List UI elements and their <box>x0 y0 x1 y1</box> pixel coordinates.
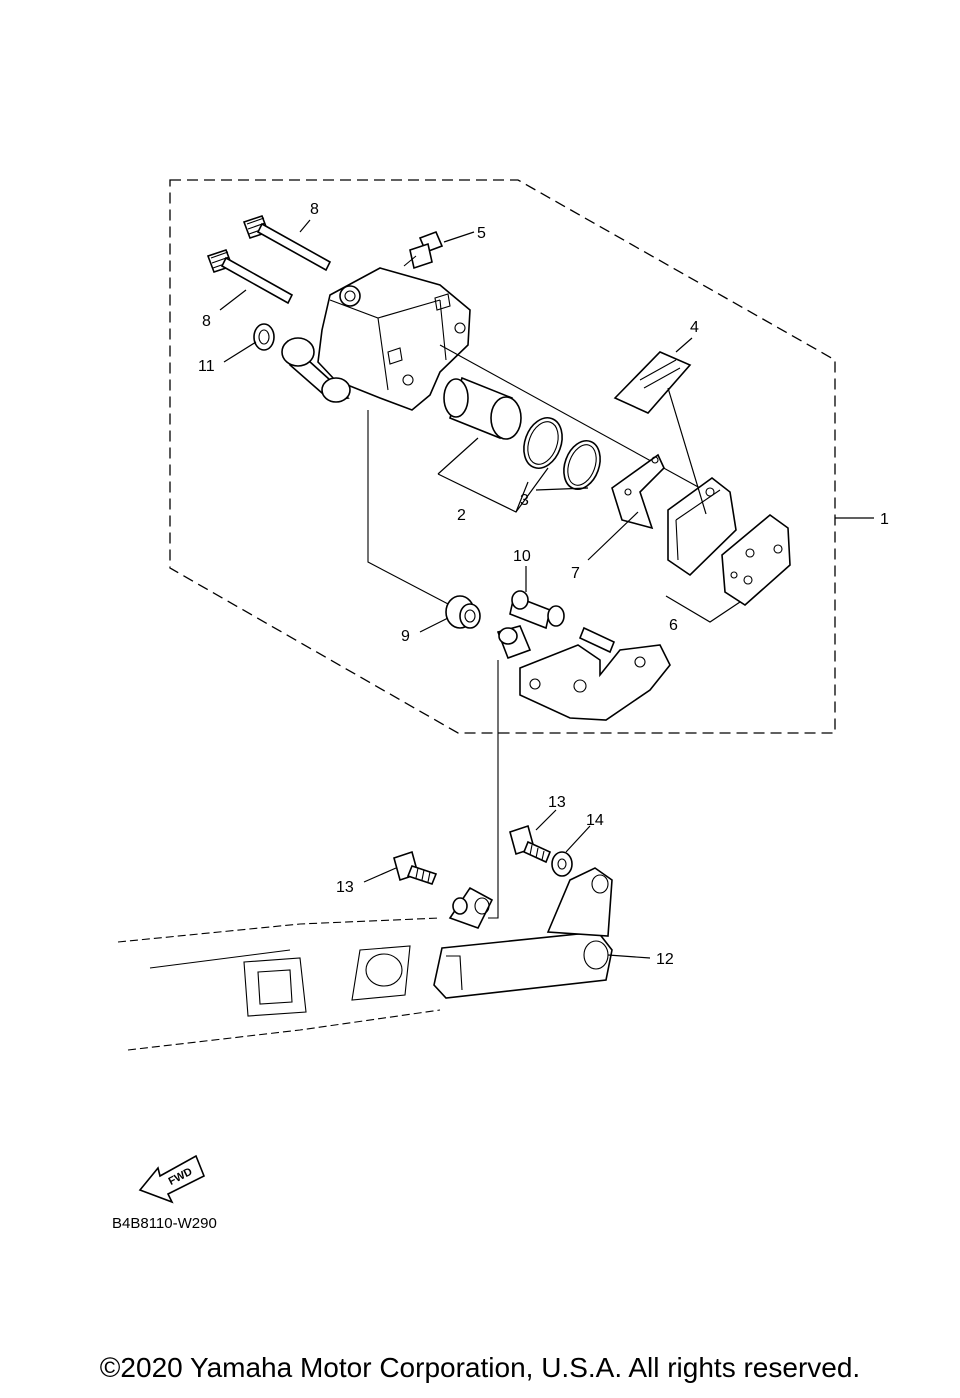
callout-14: 14 <box>586 812 604 829</box>
leader-7 <box>587 511 639 561</box>
leader-3 <box>515 481 589 513</box>
leader-9 <box>419 617 449 633</box>
callout-3: 3 <box>520 492 529 509</box>
callout-8-lower: 8 <box>202 313 211 330</box>
caliper-bolt-lower <box>206 248 294 305</box>
caliper-piston <box>443 376 522 440</box>
callout-9: 9 <box>401 628 410 645</box>
stay-bolt-upper <box>509 824 552 864</box>
callout-6: 6 <box>669 617 678 634</box>
piston-seal-rings <box>523 417 601 491</box>
callout-2: 2 <box>457 507 466 524</box>
brake-pad-inner <box>667 476 737 577</box>
caliper-stay <box>433 867 613 999</box>
slide-boot <box>253 323 275 351</box>
callout-12: 12 <box>656 951 674 968</box>
caliper-bracket <box>496 625 671 721</box>
assembly-boundary-dashed <box>169 179 836 734</box>
axis-line-bracket <box>367 410 451 606</box>
swingarm-outline <box>117 917 441 1051</box>
callout-13-lower: 13 <box>336 879 354 896</box>
diagram-code: B4B8110-W290 <box>112 1215 217 1232</box>
pad-support-plate <box>611 453 665 530</box>
leader-13-lower <box>363 867 397 883</box>
bleed-screw <box>403 230 444 270</box>
brake-pad-outer <box>721 513 791 607</box>
leader-12 <box>607 954 651 959</box>
leader-13-upper <box>535 809 557 831</box>
leader-14 <box>565 825 591 853</box>
callout-1: 1 <box>880 511 889 528</box>
copyright-notice: ©2020 Yamaha Motor Corporation, U.S.A. A… <box>99 1352 861 1383</box>
callout-5: 5 <box>477 225 486 242</box>
axis-line-lower <box>488 660 499 919</box>
callout-8-upper: 8 <box>310 201 319 218</box>
leader-11 <box>223 341 257 363</box>
leader-4 <box>667 337 707 515</box>
callout-11: 11 <box>198 358 215 375</box>
callout-7: 7 <box>571 565 580 582</box>
leader-8-upper <box>299 219 311 233</box>
caliper-bolt-upper <box>242 214 332 272</box>
slide-pin <box>509 590 616 654</box>
callout-13-upper: 13 <box>548 794 566 811</box>
leader-6 <box>665 595 741 623</box>
caliper-body <box>317 267 471 411</box>
pin-boot <box>445 595 481 629</box>
callout-4: 4 <box>690 319 699 336</box>
fwd-arrow-icon: FWD <box>138 1154 206 1204</box>
slide-sleeve <box>281 337 351 403</box>
callout-10: 10 <box>513 548 531 565</box>
leader-5 <box>443 231 475 243</box>
pad-spring <box>613 351 692 414</box>
washer <box>551 851 573 877</box>
leader-8-lower <box>219 289 247 311</box>
stay-bolt-lower <box>393 850 438 885</box>
